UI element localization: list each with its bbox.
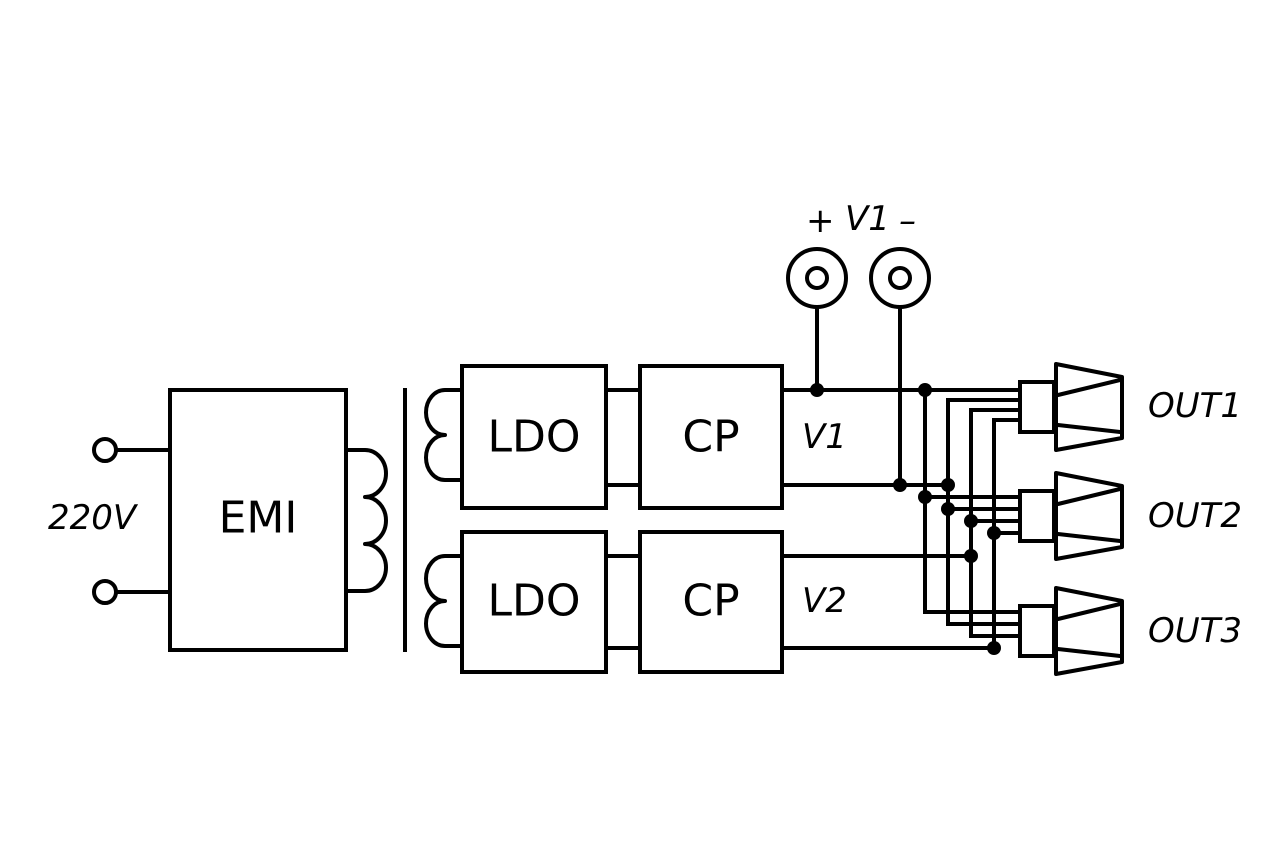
- output-label: OUT1: [1148, 386, 1242, 426]
- input-voltage-label: 220V: [48, 498, 139, 538]
- ldo-bottom-label: LDO: [487, 576, 580, 627]
- connector-body: [1018, 489, 1056, 543]
- connector-plug-icon: [1052, 362, 1124, 452]
- rail-v1-label: V1: [802, 417, 847, 457]
- emi-label: EMI: [219, 493, 298, 544]
- secondary-winding-top: [424, 388, 464, 482]
- channel-v1: LDO CP V1: [460, 364, 847, 510]
- transformer: [344, 388, 464, 652]
- jack-minus-inner: [888, 266, 912, 290]
- channel-v2: LDO CP V2: [460, 530, 847, 674]
- jack-plus-label: +: [806, 201, 835, 241]
- jack-plus-outer: [786, 247, 848, 309]
- junction-dot: [941, 478, 955, 492]
- connector-plug-icon: [1052, 586, 1124, 676]
- input-terminal-top: [92, 437, 118, 463]
- jack-name-label: V1: [845, 199, 890, 239]
- junction-dot: [918, 383, 932, 397]
- jack-minus-outer: [869, 247, 931, 309]
- cp-bottom-box: [638, 530, 784, 674]
- ldo-top-label: LDO: [487, 412, 580, 463]
- junction-dot: [987, 641, 1001, 655]
- junction-dot: [964, 549, 978, 563]
- emi-filter-block: EMI: [168, 388, 348, 652]
- connector-plug-icon: [1052, 471, 1124, 561]
- ldo-top-box: [460, 364, 608, 510]
- output-label: OUT2: [1148, 496, 1242, 536]
- output-connector-1: OUT1: [1018, 362, 1242, 452]
- junction-dot: [918, 490, 932, 504]
- connector-body: [1018, 604, 1056, 658]
- junction-dot: [964, 514, 978, 528]
- junction-dot: [941, 502, 955, 516]
- output-connector-2: OUT2: [1018, 471, 1242, 561]
- emi-box: [168, 388, 348, 652]
- ldo-cp-top-wires: [604, 388, 642, 487]
- ldo-bottom-box: [460, 530, 608, 674]
- junction-dot: [810, 383, 824, 397]
- output-connector-3: OUT3: [1018, 586, 1242, 676]
- cp-top-box: [638, 364, 784, 510]
- secondary-winding-bottom: [424, 554, 464, 648]
- junction-dot: [987, 526, 1001, 540]
- v1-test-jacks: + V1 –: [786, 199, 931, 487]
- jack-plus-inner: [805, 266, 829, 290]
- rail-v2-label: V2: [802, 581, 847, 621]
- junction-dot: [893, 478, 907, 492]
- cp-top-label: CP: [682, 412, 739, 463]
- connector-body: [1018, 380, 1056, 434]
- ac-input: 220V: [48, 437, 172, 605]
- cp-bottom-label: CP: [682, 576, 739, 627]
- primary-winding: [344, 448, 388, 593]
- ldo-cp-bottom-wires: [604, 554, 642, 650]
- jack-minus-label: –: [899, 201, 916, 241]
- input-terminal-bottom: [92, 579, 118, 605]
- distribution-bus: [810, 383, 1022, 655]
- output-label: OUT3: [1148, 611, 1242, 651]
